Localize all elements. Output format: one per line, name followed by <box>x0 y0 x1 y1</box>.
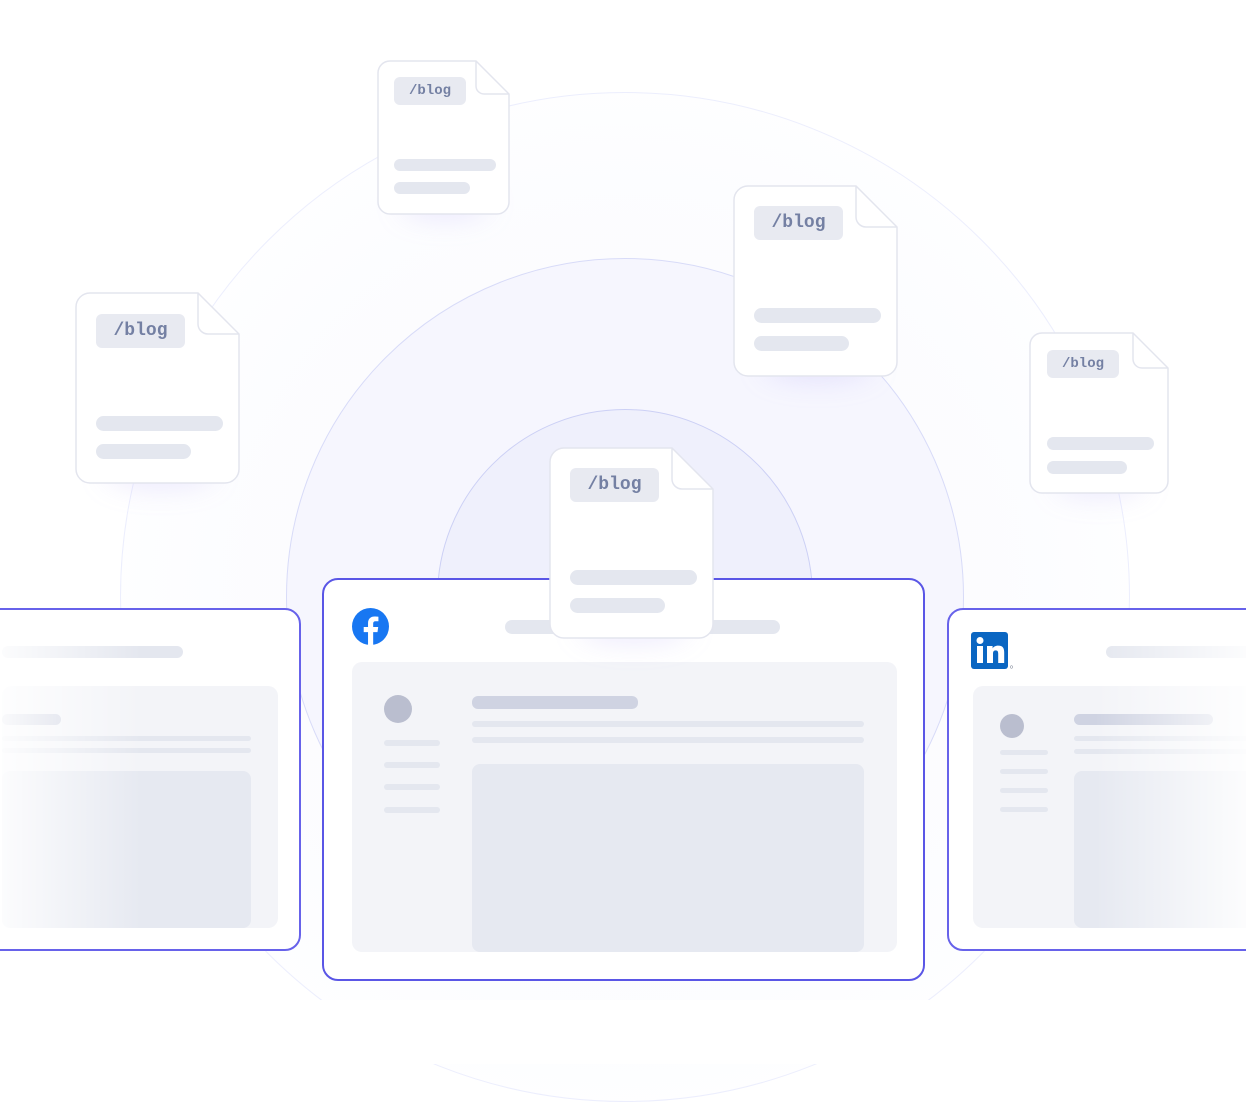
profile-line <box>1000 750 1048 755</box>
document-text-line <box>570 598 665 613</box>
bottom-fade <box>0 1000 1246 1064</box>
document-text-line <box>1047 461 1127 474</box>
profile-line <box>1000 769 1048 774</box>
left-social-card <box>0 608 301 951</box>
post-title-bar <box>472 696 638 709</box>
document-text-line <box>1047 437 1154 450</box>
avatar <box>384 695 412 723</box>
profile-line <box>384 807 440 813</box>
profile-line <box>1000 807 1048 812</box>
document-text-line <box>394 159 496 171</box>
blog-document: /blog <box>75 292 240 487</box>
document-text-line <box>394 182 470 194</box>
linkedin-logo-icon <box>971 632 1014 669</box>
profile-line <box>1000 788 1048 793</box>
avatar <box>1000 714 1024 738</box>
facebook-card <box>322 578 925 981</box>
document-text-line <box>96 416 223 431</box>
left-fade <box>0 610 142 949</box>
post-text-line <box>472 721 864 727</box>
url-path-badge: /blog <box>570 468 659 502</box>
url-path-badge: /blog <box>394 77 466 105</box>
blog-document: /blog <box>549 447 714 642</box>
right-fade <box>1095 610 1246 949</box>
profile-line <box>384 784 440 790</box>
profile-line <box>384 740 440 746</box>
blog-document: /blog <box>1029 332 1169 496</box>
blog-document: /blog <box>377 60 510 218</box>
blog-document: /blog <box>733 185 898 380</box>
profile-line <box>384 762 440 768</box>
linkedin-card <box>947 608 1246 951</box>
facebook-logo-icon <box>352 608 389 645</box>
url-path-badge: /blog <box>1047 350 1119 378</box>
url-path-badge: /blog <box>96 314 185 348</box>
post-image <box>472 764 864 952</box>
document-text-line <box>754 308 881 323</box>
url-path-badge: /blog <box>754 206 843 240</box>
document-text-line <box>570 570 697 585</box>
post-preview <box>352 662 897 952</box>
document-text-line <box>96 444 191 459</box>
document-text-line <box>754 336 849 351</box>
post-text-line <box>472 737 864 743</box>
